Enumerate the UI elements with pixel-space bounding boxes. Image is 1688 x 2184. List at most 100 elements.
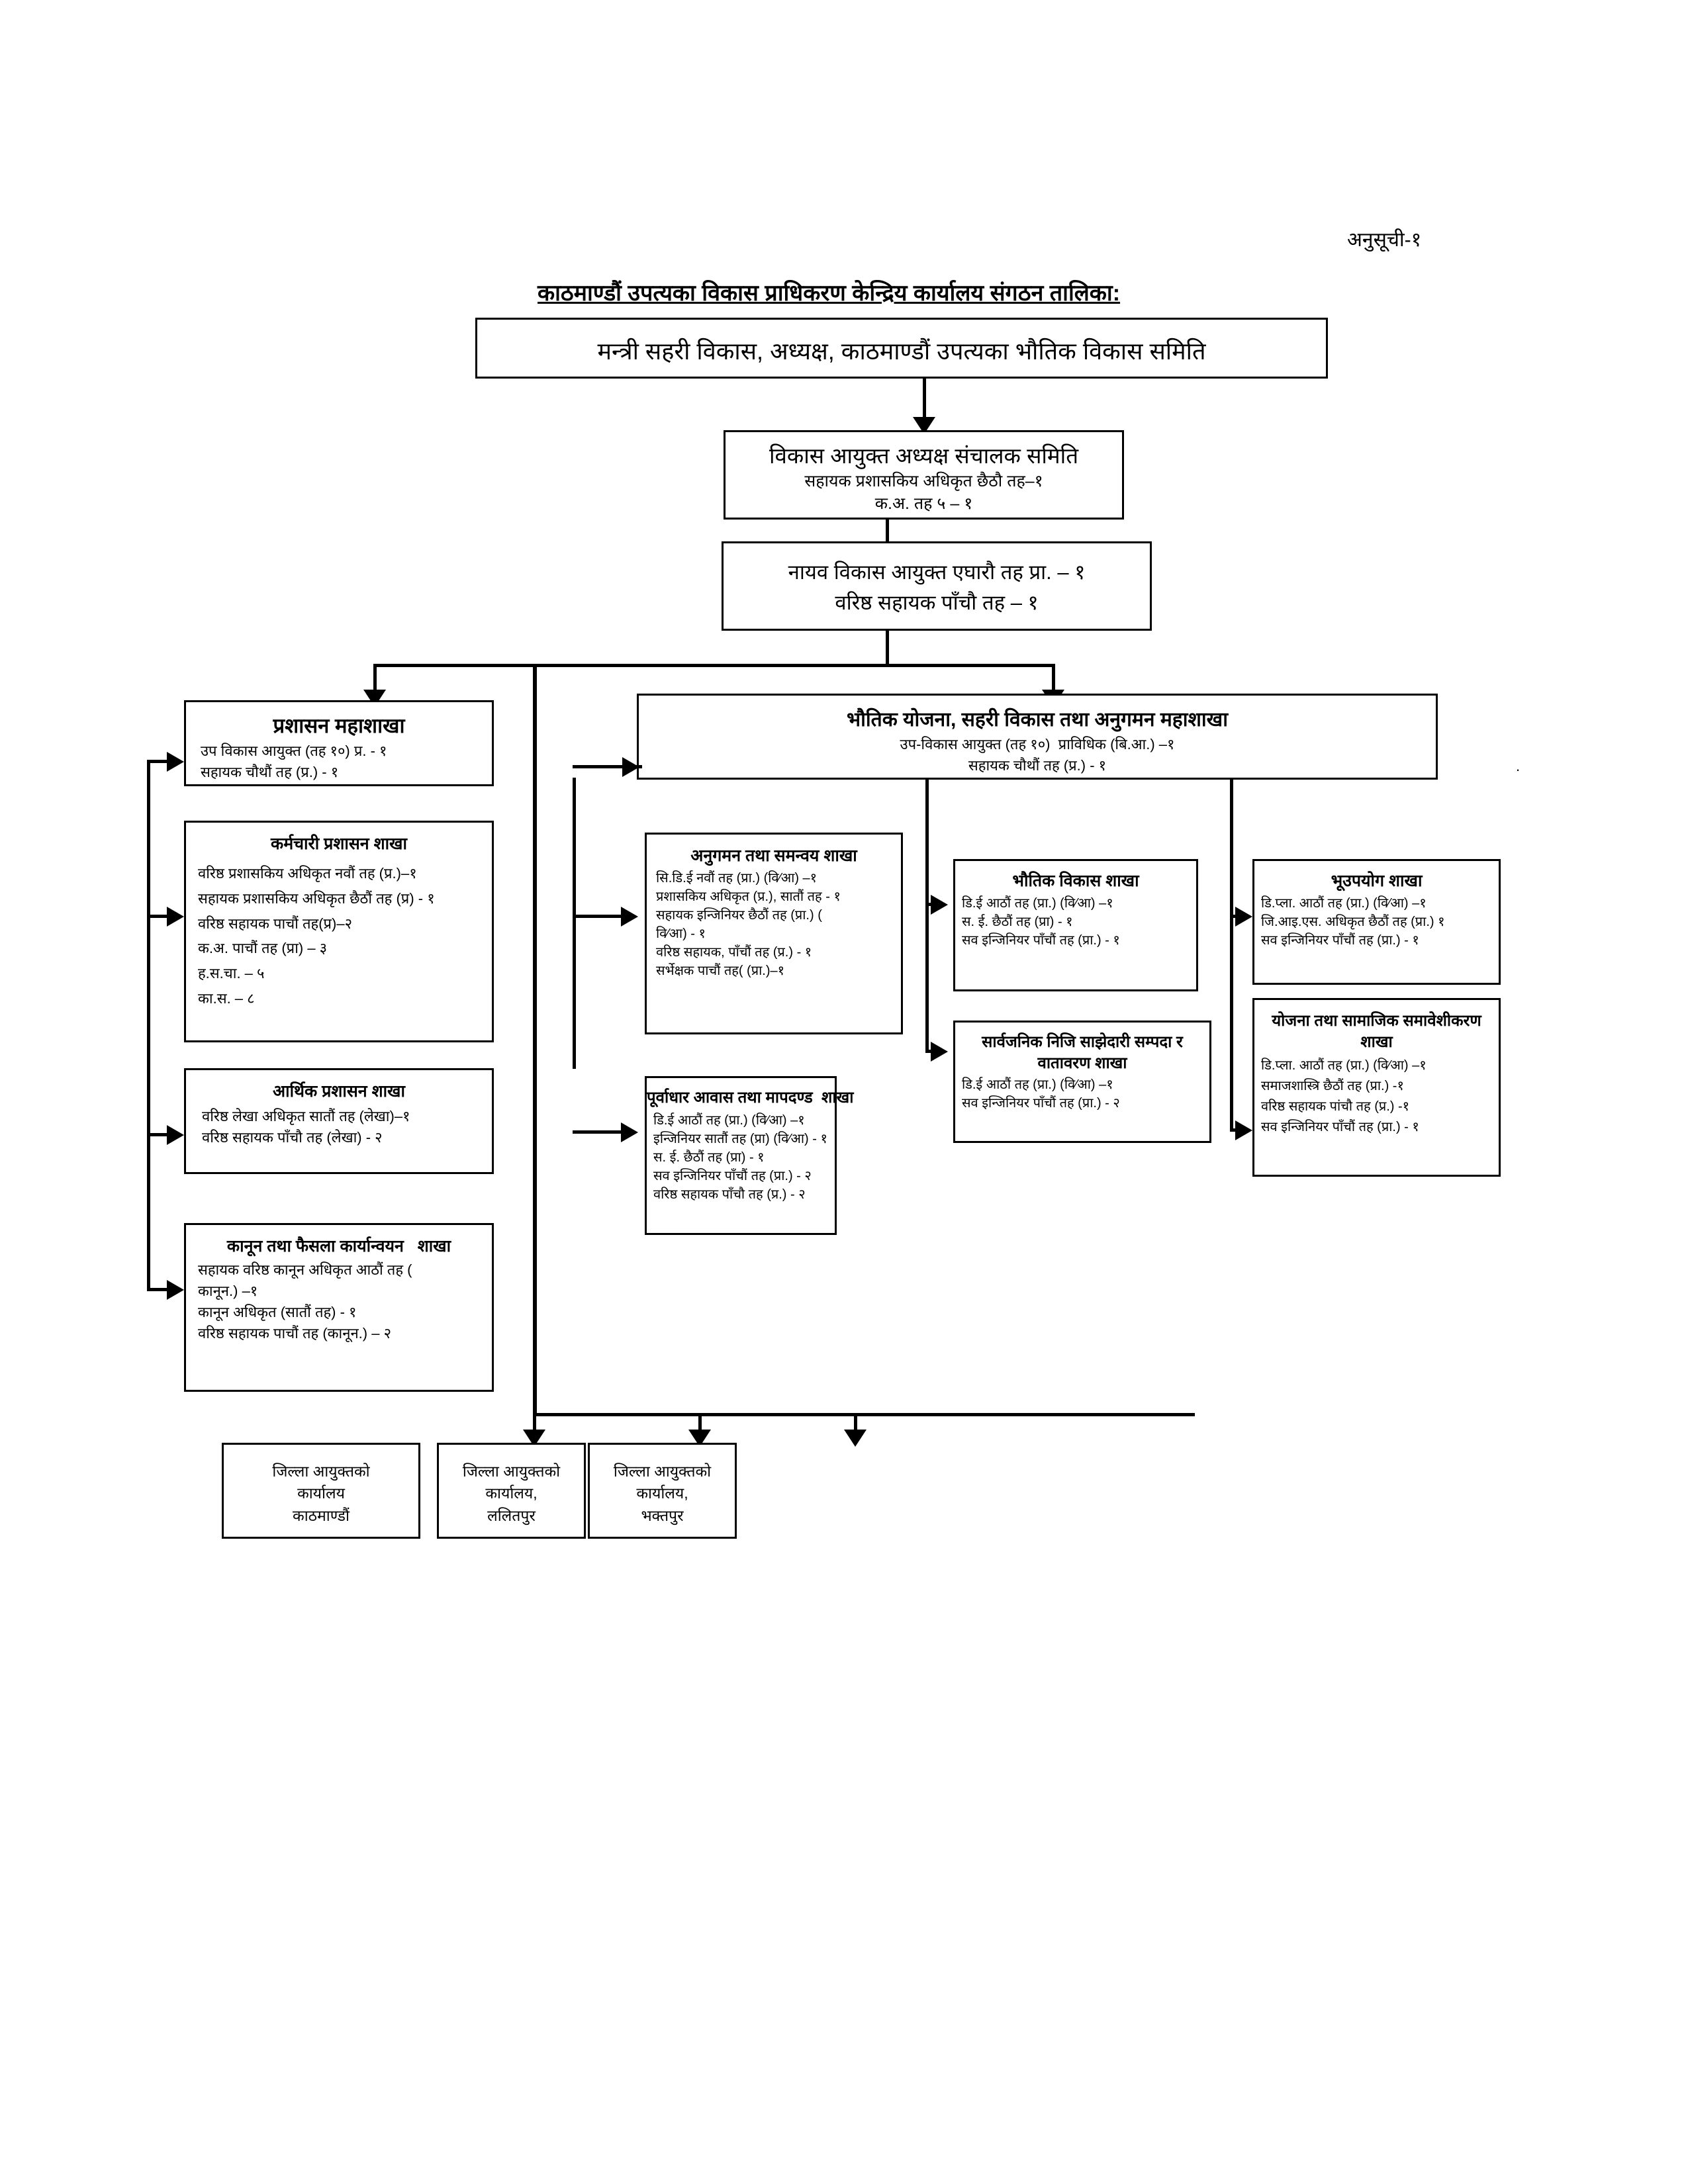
finance-admin-line: वरिष्ठ सहायक पाँचौ तह (लेखा) - २ [202, 1128, 383, 1146]
landuse-branch-box: भूउपयोग शाखा डि.प्ला. आठौं तह (प्रा.) (व… [1252, 859, 1501, 985]
ppp-branch-title-2: वातावरण शाखा [1037, 1054, 1127, 1072]
infrastructure-line: इन्जिनियर सातौं तह (प्रा) (वि⁄आ) - १ [653, 1132, 827, 1146]
monitoring-line: सहायक इन्जिनियर छैठौं तह (प्रा.) ( [656, 908, 822, 923]
arrow-into-admin-division [167, 752, 184, 772]
district-office-box: जिल्ला आयुक्तको कार्यालय काठमाण्डौं [222, 1443, 420, 1539]
law-branch-line: कानून अधिकृत (सातौं तह) - १ [198, 1303, 357, 1320]
landuse-line: जि.आइ.एस. अधिकृत छैठौं तह (प्रा.) १ [1261, 915, 1445, 929]
law-branch-title: कानून तथा फैसला कार्यान्वयन शाखा [226, 1237, 451, 1255]
connector-l1-l2 [923, 379, 926, 421]
district-office-line: काठमाण्डौं [293, 1506, 350, 1524]
margin-mark: . [1516, 758, 1521, 774]
district-office-box: जिल्ला आयुक्तको कार्यालय, ललितपुर [437, 1443, 586, 1539]
drop-district-3rd [854, 1413, 857, 1438]
infrastructure-line: डि.ई आठौं तह (प्रा.) (वि⁄आ) –१ [653, 1113, 805, 1128]
infrastructure-line: वरिष्ठ सहायक पाँचौ तह (प्र.) - २ [653, 1187, 806, 1202]
page-title: काठमाण्डौं उपत्यका विकास प्राधिकरण केन्द… [538, 281, 1121, 306]
admin-division-line: सहायक चौथौं तह (प्र.) - १ [201, 763, 339, 780]
feed-monitoring [573, 915, 629, 918]
monitoring-line: सि.डि.ई नवौं तह (प्रा.) (वि⁄आ) –१ [656, 871, 818, 886]
planning-branch-title-2: शाखा [1360, 1033, 1393, 1051]
left-feed-admin [147, 760, 171, 763]
physical-division-line2: सहायक चौथौं तह (प्र.) - १ [968, 757, 1107, 774]
planning-line: वरिष्ठ सहायक पांचौ तह (प्र.) -१ [1261, 1099, 1410, 1114]
planning-branch-box: योजना तथा सामाजिक समावेशीकरण शाखा डि.प्ल… [1252, 998, 1501, 1177]
level1-title: मन्त्री सहरी विकास, अध्यक्ष, काठमाण्डौं … [597, 338, 1206, 365]
level2-line2: क.अ. तह ५ – १ [874, 494, 973, 513]
left-feed-finance [147, 1133, 171, 1136]
district-office-box: जिल्ला आयुक्तको कार्यालय, भक्तपुर [588, 1443, 737, 1539]
admin-division-title: प्रशासन महाशाखा [273, 714, 405, 737]
level2-title: विकास आयुक्त अध्यक्ष संचालक समिति [769, 443, 1079, 468]
monitoring-branch-box: अनुगमन तथा समन्वय शाखा सि.डि.ई नवौं तह (… [645, 833, 903, 1034]
planning-line: समाजशास्त्रि छैठौं तह (प्रा.) -१ [1261, 1079, 1404, 1093]
monitoring-line: वि⁄आ) - १ [656, 927, 706, 941]
arrow-district-3 [844, 1430, 867, 1447]
law-branch-box: कानून तथा फैसला कार्यान्वयन शाखा सहायक व… [184, 1223, 494, 1392]
monitoring-line: सर्भेक्षक पाचौं तह( (प्रा.)–१ [656, 964, 785, 978]
district-office-line: जिल्ला आयुक्तको [462, 1463, 561, 1480]
law-branch-line: कानून.) –१ [198, 1282, 258, 1299]
physical-rail-a-top [573, 778, 576, 1069]
arrow-into-law-branch [167, 1280, 184, 1300]
district-office-line: कार्यालय [297, 1484, 345, 1502]
physical-rail-c [1230, 780, 1233, 1130]
landuse-line: सव इन्जिनियर पाँचौं तह (प्रा.) - १ [1261, 933, 1419, 948]
admin-division-line: उप विकास आयुक्त (तह १०) प्र. - १ [201, 743, 387, 759]
connector-to-physical-division [1052, 664, 1055, 696]
law-branch-line: वरिष्ठ सहायक पाचौं तह (कानून.) – २ [198, 1324, 392, 1342]
feed-infrastructure [573, 1130, 629, 1134]
monitoring-line: वरिष्ठ सहायक, पाँचौं तह (प्र.) - १ [656, 945, 812, 960]
staff-admin-line: क.अ. पाचौं तह (प्रा) – ३ [198, 940, 328, 957]
level3-line1: नायव विकास आयुक्त एघारौ तह प्रा. – १ [788, 561, 1086, 584]
arrow-into-finance-branch [167, 1125, 184, 1145]
staff-admin-line: का.स. – ८ [198, 990, 255, 1007]
landuse-branch-title: भूउपयोग शाखा [1331, 872, 1423, 890]
infrastructure-branch-title: पूर्वाधार आवास तथा मापदण्ड शाखा [647, 1089, 854, 1107]
connector-l3-stem [886, 631, 889, 665]
district-office-line: भक्तपुर [641, 1506, 684, 1524]
drop-district-2 [698, 1413, 702, 1438]
ppp-line: डि.ई आठौं तह (प्रा.) (वि⁄आ) –१ [962, 1077, 1113, 1092]
landuse-line: डि.प्ला. आठौं तह (प्रा.) (वि⁄आ) –१ [1261, 896, 1427, 911]
district-office-line: कार्यालय, [636, 1484, 688, 1502]
physical-dev-branch-box: भौतिक विकास शाखा डि.ई आठौं तह (प्रा.) (व… [953, 859, 1198, 991]
drop-district-1 [533, 1413, 536, 1438]
physical-dev-line: डि.ई आठौं तह (प्रा.) (वि⁄आ) –१ [962, 896, 1113, 911]
ppp-line: सव इन्जिनियर पाँचौं तह (प्रा.) - २ [962, 1096, 1120, 1111]
left-feed-staff-admin [147, 915, 171, 918]
staff-admin-line: सहायक प्रशासकिय अधिकृत छैठौं तह (प्र) - … [198, 889, 435, 907]
ppp-branch-box: सार्वजनिक निजि साझेदारी सम्पदा र वातावरण… [953, 1021, 1211, 1143]
connector-split-horizontal [373, 664, 1055, 667]
level3-line2: वरिष्ठ सहायक पाँचौ तह – १ [835, 591, 1039, 614]
district-office-line: जिल्ला आयुक्तको [272, 1463, 370, 1480]
left-feed-law [147, 1288, 171, 1291]
monitoring-branch-title: अनुगमन तथा समन्वय शाखा [690, 846, 857, 865]
planning-branch-title-1: योजना तथा सामाजिक समावेशीकरण [1272, 1012, 1481, 1030]
connector-l2-l3 [886, 520, 889, 547]
admin-division-box: प्रशासन महाशाखा उप विकास आयुक्त (तह १०) … [184, 700, 494, 786]
district-office-line: ललितपुर [487, 1506, 536, 1524]
arrow-into-physical-division [622, 757, 639, 777]
ppp-branch-title-1: सार्वजनिक निजि साझेदारी सम्पदा र [982, 1033, 1183, 1051]
left-feeder-rail [147, 761, 150, 1291]
staff-admin-line: ह.स.चा. – ५ [198, 965, 265, 982]
physical-dev-line: सव इन्जिनियर पाँचौं तह (प्रा.) - १ [962, 933, 1120, 948]
connector-to-admin-division [373, 664, 377, 696]
physical-division-box: भौतिक योजना, सहरी विकास तथा अनुगमन महाशा… [637, 694, 1438, 780]
connector-districts-horizontal [533, 1413, 1195, 1416]
physical-dev-branch-title: भौतिक विकास शाखा [1012, 872, 1139, 890]
district-office-line: कार्यालय, [485, 1484, 538, 1502]
physical-rail-b [925, 780, 929, 1051]
arrow-into-staff-admin-branch [167, 907, 184, 927]
staff-admin-branch-title: कर्मचारी प्रशासन शाखा [271, 835, 407, 853]
finance-admin-line: वरिष्ठ लेखा अधिकृत सातौं तह (लेखा)–१ [202, 1108, 410, 1124]
arrow-into-planning-branch [1235, 1120, 1252, 1140]
arrow-into-landuse-branch [1235, 907, 1252, 927]
annex-label: अनुसूची-१ [1347, 229, 1422, 251]
arrow-into-ppp-branch [931, 1042, 948, 1062]
arrow-into-physical-dev-branch [931, 895, 948, 915]
physical-division-line1: उप-विकास आयुक्त (तह १०) प्राविधिक (बि.आ.… [900, 736, 1175, 752]
planning-line: सव इन्जिनियर पाँचौं तह (प्रा.) - १ [1261, 1120, 1419, 1134]
